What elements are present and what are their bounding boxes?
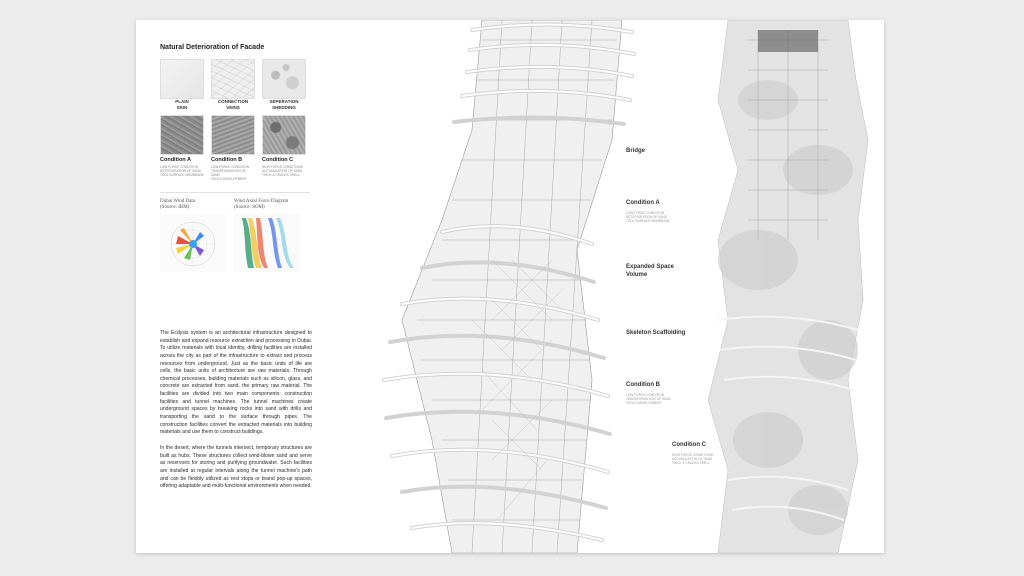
section-divider	[160, 191, 310, 193]
callout-skeleton-scaffolding: Skeleton Scaffolding	[626, 330, 716, 338]
body-paragraph-2: In the desert, where the tunnels interse…	[160, 444, 312, 490]
plain-skin-label: PLAIN SKIN	[175, 99, 189, 110]
condition-c-desc: HIGH FORCE CONDITIONS ACCUMULATION OF SA…	[262, 165, 303, 178]
wind-data-title: Dubai Wind Data (Source: IBM)	[160, 198, 195, 210]
condition-b-title: Condition B	[211, 157, 243, 163]
callout-condition-c: Condition C HIGH FORCE CONDITIONS ACCUMU…	[672, 442, 762, 465]
callout-condition-a-desc: LOW FORCE CONDITION DETERIORATION OF SAN…	[626, 210, 670, 224]
connection-veins-texture-image	[211, 59, 255, 99]
tower-skeleton-rendering	[382, 20, 636, 553]
facade-type-shedding: SEPERATION SHEDDING	[262, 59, 306, 111]
wind-force-title: Wind Axial Force Diagram (Source: SOM)	[234, 198, 289, 210]
tower-sand-shell-rendering	[707, 20, 869, 553]
callout-skeleton-scaffolding-title: Skeleton Scaffolding	[626, 330, 686, 336]
facade-section-title: Natural Deterioration of Facade	[160, 44, 265, 51]
connection-veins-label: CONNECTION VEINS	[217, 99, 249, 110]
condition-c-title: Condition C	[262, 157, 294, 163]
callout-condition-a-title: Condition A	[626, 200, 660, 206]
callout-condition-b-desc: LOW FORCE CONDITION TRANSFORMATION OF SA…	[626, 392, 671, 406]
document-page: Natural Deterioration of Facade PLAIN SK…	[136, 20, 884, 553]
facade-type-plain: PLAIN SKIN	[160, 59, 204, 111]
wind-diagrams: Dubai Wind Data (Source: IBM)	[160, 199, 312, 277]
separation-shedding-texture-image	[262, 59, 306, 99]
callout-expanded-space: Expanded Space Volume	[626, 264, 716, 280]
callout-condition-c-title: Condition C	[672, 442, 706, 448]
callout-bridge-title: Bridge	[626, 148, 646, 154]
callout-condition-b: Condition B LOW FORCE CONDITION TRANSFOR…	[626, 382, 716, 405]
callout-condition-a: Condition A LOW FORCE CONDITION DETERIOR…	[626, 200, 716, 223]
wind-force-diagram: Wind Axial Force Diagram (Source: SOM)	[234, 199, 300, 277]
condition-b-texture-image	[211, 115, 255, 155]
condition-b-block: Condition B LOW FORCE CONDITION TRANSFOR…	[211, 115, 255, 182]
condition-a-desc: LOW FORCE CONDITION DETERIORATION OF SAN…	[160, 165, 204, 178]
condition-b-desc: LOW FORCE CONDITION TRANSFORMATION OF SA…	[211, 165, 250, 182]
condition-c-texture-image	[262, 115, 306, 155]
facade-type-veins: CONNECTION VEINS	[211, 59, 255, 111]
body-text-section: The Ecdysis system is an architectural i…	[160, 330, 312, 499]
condition-a-texture-image	[160, 115, 204, 155]
facade-type-grid: PLAIN SKIN CONNECTION VEINS SEPERATION S…	[160, 59, 312, 182]
condition-a-block: Condition A LOW FORCE CONDITION DETERIOR…	[160, 115, 204, 182]
left-column: Natural Deterioration of Facade PLAIN SK…	[160, 44, 312, 277]
wind-data-diagram: Dubai Wind Data (Source: IBM)	[160, 199, 226, 277]
body-paragraph-1: The Ecdysis system is an architectural i…	[160, 330, 312, 436]
plain-skin-texture-image	[160, 59, 204, 99]
callout-bridge: Bridge	[626, 148, 716, 156]
wind-rose-image	[160, 213, 226, 272]
condition-a-title: Condition A	[160, 157, 191, 163]
separation-shedding-label: SEPERATION SHEDDING	[269, 99, 299, 110]
callout-condition-c-desc: HIGH FORCE CONDITIONS ACCUMULATION OF SA…	[672, 452, 713, 466]
callout-condition-b-title: Condition B	[626, 382, 660, 388]
wind-force-image	[234, 213, 300, 272]
condition-c-block: Condition C HIGH FORCE CONDITIONS ACCUMU…	[262, 115, 306, 182]
callout-expanded-space-title: Expanded Space Volume	[626, 264, 675, 278]
